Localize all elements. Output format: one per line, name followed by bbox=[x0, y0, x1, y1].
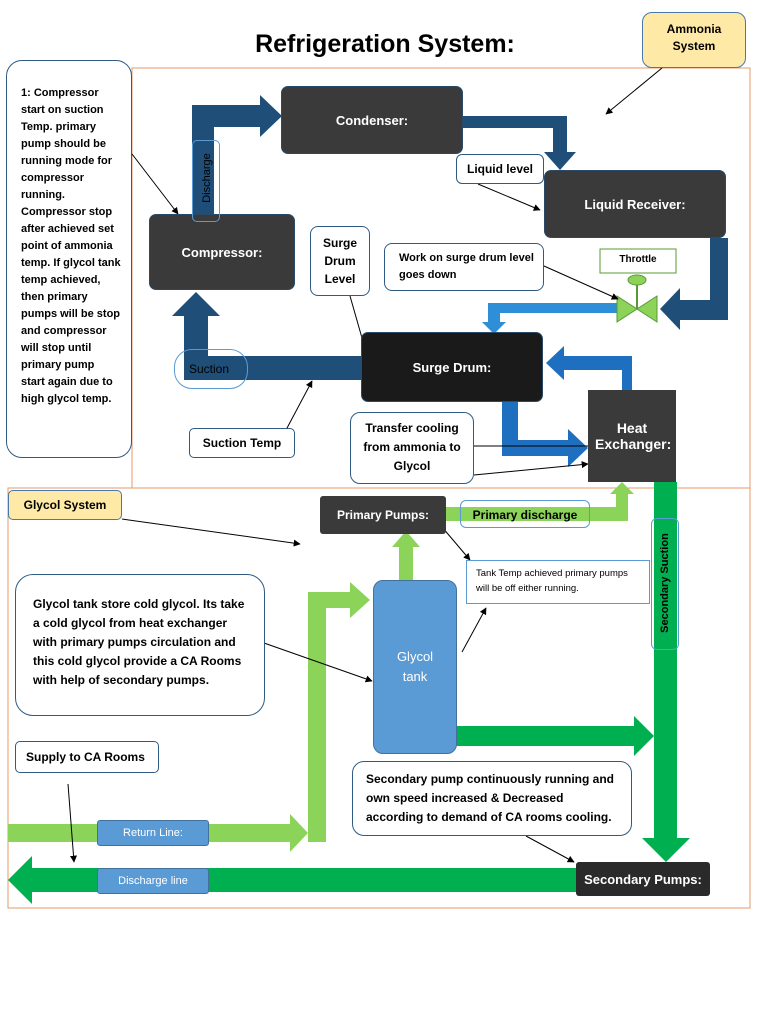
suction-label: Suction bbox=[174, 349, 248, 389]
condenser-outlet-pipe bbox=[462, 116, 576, 170]
suction-pipe bbox=[172, 292, 362, 380]
supply-ca-note: Supply to CA Rooms bbox=[15, 741, 159, 773]
glycol-tank-note-text: Glycol tank store cold glycol. Its take … bbox=[33, 597, 245, 687]
liquid-receiver-node: Liquid Receiver: bbox=[544, 170, 726, 238]
pointer-tank-temp bbox=[461, 607, 487, 653]
pointer-primary-pumps bbox=[441, 526, 471, 561]
pointer-supply-ca bbox=[67, 783, 78, 863]
glycol-tank-note: Glycol tank store cold glycol. Its take … bbox=[15, 574, 265, 716]
secondary-suction-pipe bbox=[642, 482, 690, 862]
liquid-receiver-label: Liquid Receiver: bbox=[584, 196, 686, 212]
pointer-glycol-tank bbox=[263, 642, 373, 683]
surge-drum-label: Surge Drum: bbox=[412, 359, 492, 375]
secondary-pump-note-text: Secondary pump continuously running and … bbox=[366, 772, 615, 824]
discharge-line-text: Discharge line bbox=[118, 875, 188, 887]
tank-temp-note: Tank Temp achieved primary pumps will be… bbox=[466, 560, 650, 604]
throttle-label: Throttle bbox=[619, 254, 657, 265]
suction-text: Suction bbox=[189, 362, 230, 376]
glycol-system-label: Glycol System bbox=[8, 490, 122, 520]
compressor-note: 1: Compressor start on suction Temp. pri… bbox=[6, 60, 132, 458]
compressor-note-text: 1: Compressor start on suction Temp. pri… bbox=[21, 87, 121, 405]
throttle-label-box bbox=[599, 248, 677, 274]
pointer-compressor-note bbox=[131, 153, 179, 215]
discharge-pipe bbox=[192, 95, 282, 214]
pointer-ammonia bbox=[605, 67, 663, 115]
ammonia-system-text: Ammonia System bbox=[666, 22, 722, 53]
throttle-valve bbox=[616, 295, 638, 323]
pointer-glycol-system bbox=[121, 518, 301, 547]
work-on-surge-text: Work on surge drum level goes down bbox=[399, 252, 534, 281]
tank-to-primary-pipe bbox=[392, 531, 420, 580]
supply-ca-text: Supply to CA Rooms bbox=[26, 750, 145, 764]
primary-discharge-pipe bbox=[446, 482, 634, 521]
heat-exchanger-node: Heat Exchanger: bbox=[588, 390, 676, 482]
work-on-surge-note: Work on surge drum level goes down bbox=[384, 243, 544, 291]
secondary-suction-box bbox=[651, 518, 679, 650]
return-line-text: Return Line: bbox=[123, 827, 183, 839]
surge-drum-node: Surge Drum: bbox=[361, 332, 543, 402]
tank-to-secondary-pipe bbox=[456, 716, 654, 756]
throttle-valve-right bbox=[636, 295, 658, 323]
pointer-work-surge bbox=[543, 265, 619, 300]
compressor-node: Compressor: bbox=[149, 214, 295, 290]
surge-drum-level-text: Surge Drum Level bbox=[322, 236, 357, 286]
condenser-label: Condenser: bbox=[335, 112, 409, 128]
pointer-transfer bbox=[473, 461, 589, 476]
compressor-label: Compressor: bbox=[181, 244, 263, 260]
exchanger-to-surge-pipe bbox=[546, 346, 632, 390]
suction-temp-text: Suction Temp bbox=[202, 436, 282, 450]
ammonia-system-label: Ammonia System bbox=[642, 12, 746, 68]
surge-drum-level-note: Surge Drum Level bbox=[310, 226, 370, 296]
discharge-line-pipe bbox=[8, 856, 578, 904]
transfer-cooling-text: Transfer cooling from ammonia to Glycol bbox=[363, 421, 461, 473]
liquid-level-text: Liquid level bbox=[466, 162, 533, 176]
discharge-label-box bbox=[192, 140, 220, 222]
return-riser-pipe bbox=[308, 582, 370, 842]
tank-temp-text: Tank Temp achieved primary pumps will be… bbox=[476, 568, 628, 594]
throttle-knob bbox=[627, 274, 647, 286]
glycol-system-text: Glycol System bbox=[23, 498, 107, 512]
page-title: Refrigeration System: bbox=[255, 30, 515, 58]
surge-to-exchanger-pipe bbox=[502, 402, 588, 467]
glycol-tank-node: Glycol tank bbox=[373, 580, 457, 754]
liquid-level-note: Liquid level bbox=[456, 154, 544, 184]
discharge-label: Discharge bbox=[201, 153, 213, 203]
transfer-cooling-note: Transfer cooling from ammonia to Glycol bbox=[350, 412, 474, 484]
pointer-liquid-level bbox=[477, 183, 541, 211]
throttle-outlet-pipe bbox=[482, 303, 618, 334]
secondary-pumps-node: Secondary Pumps: bbox=[576, 862, 710, 896]
suction-temp-note: Suction Temp bbox=[189, 428, 295, 458]
return-line-label: Return Line: bbox=[97, 820, 209, 846]
secondary-pumps-label: Secondary Pumps: bbox=[584, 871, 702, 887]
primary-discharge-label: Primary discharge bbox=[460, 500, 590, 528]
discharge-line-label: Discharge line bbox=[97, 868, 209, 894]
secondary-pump-note: Secondary pump continuously running and … bbox=[352, 761, 632, 836]
pointer-secondary-note bbox=[525, 835, 575, 863]
heat-exchanger-label: Heat Exchanger: bbox=[595, 420, 672, 452]
condenser-node: Condenser: bbox=[281, 86, 463, 154]
secondary-suction-label: Secondary Suction bbox=[659, 533, 671, 633]
primary-pumps-label: Primary Pumps: bbox=[336, 508, 430, 522]
glycol-tank-label: Glycol tank bbox=[396, 649, 434, 684]
receiver-outlet-pipe bbox=[660, 238, 728, 330]
glycol-section-frame bbox=[7, 487, 751, 909]
primary-pumps-node: Primary Pumps: bbox=[320, 496, 446, 534]
pointer-suction-temp bbox=[285, 380, 313, 431]
primary-discharge-text: Primary discharge bbox=[472, 508, 578, 522]
